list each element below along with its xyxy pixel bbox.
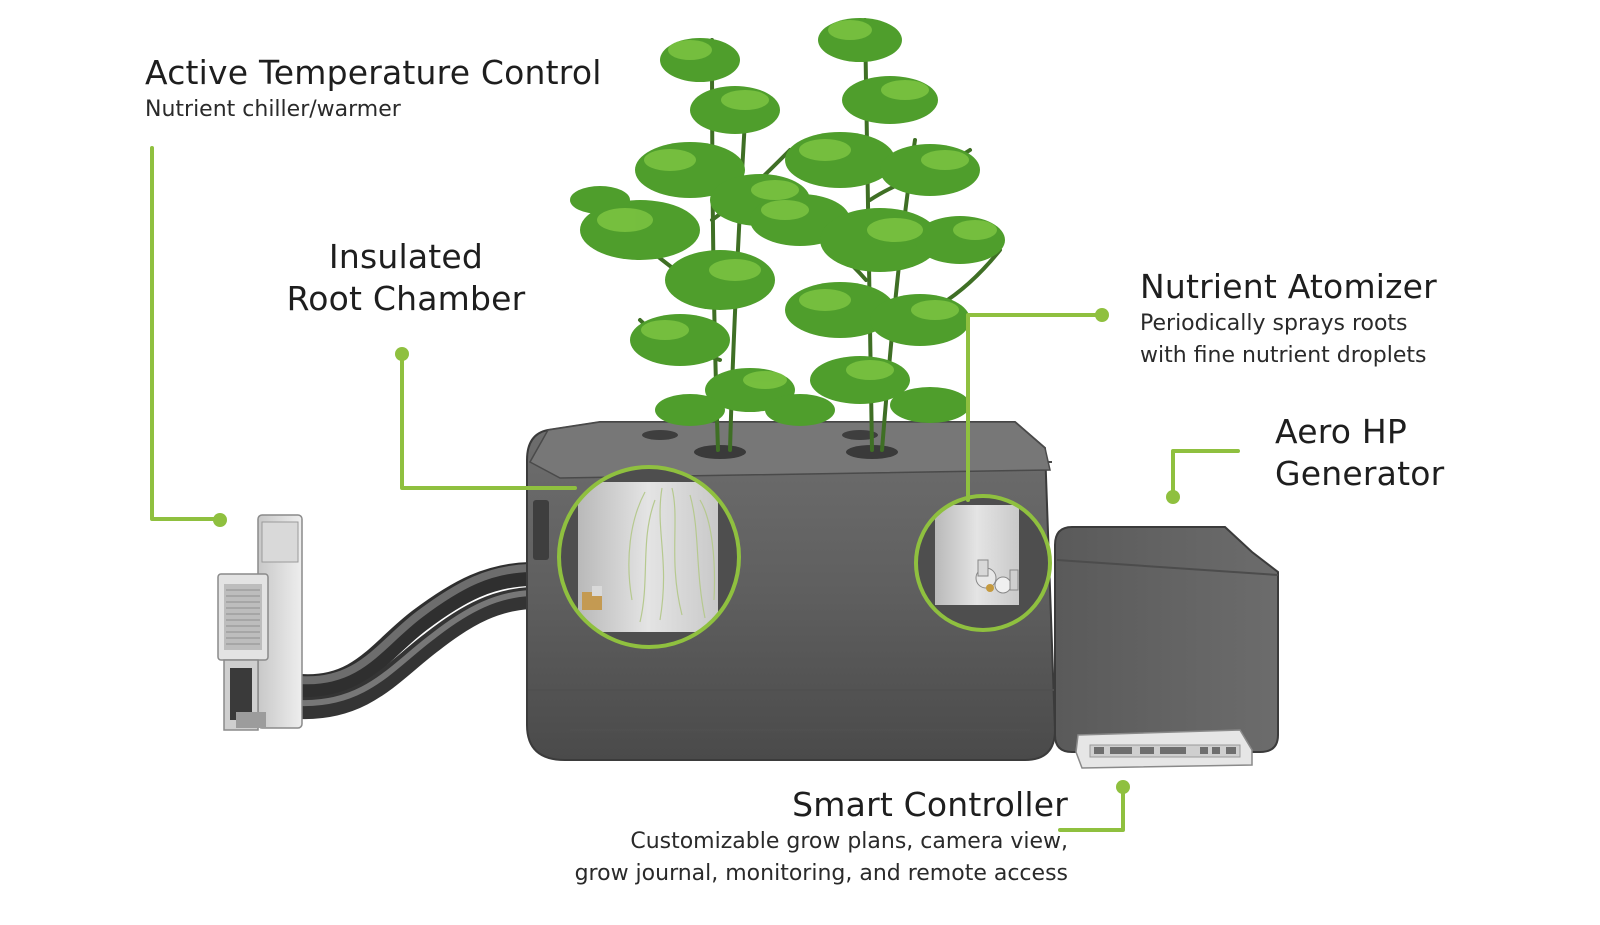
leader-dot-generator <box>1166 490 1180 504</box>
callout-atomizer-title: Nutrient Atomizer <box>1140 267 1437 306</box>
callout-controller-subtitle-line2: grow journal, monitoring, and remote acc… <box>574 861 1068 886</box>
callout-generator-title-line2: Generator <box>1275 454 1445 493</box>
tomato-plant-icon <box>570 18 1005 452</box>
callout-temperature: Active Temperature Control Nutrient chil… <box>145 52 602 126</box>
callout-root-chamber-title-line1: Insulated <box>328 237 484 276</box>
callout-generator: Aero HP Generator <box>1275 411 1444 495</box>
callout-atomizer-subtitle-line2: with fine nutrient droplets <box>1140 343 1427 368</box>
leader-line-atomizer <box>966 313 1104 502</box>
callout-root-chamber-title-line2: Root Chamber <box>286 279 526 318</box>
callout-controller: Smart Controller Customizable grow plans… <box>470 784 1068 890</box>
chiller-unit-icon <box>217 514 303 731</box>
callout-atomizer: Nutrient Atomizer Periodically sprays ro… <box>1140 266 1437 372</box>
root-chamber-window <box>557 465 741 649</box>
leader-line-root <box>400 352 577 490</box>
leader-line-temperature <box>150 146 220 521</box>
atomizer-window <box>914 494 1052 632</box>
coolant-hose <box>288 562 542 720</box>
callout-controller-subtitle-line1: Customizable grow plans, camera view, <box>630 829 1068 854</box>
leader-line-controller <box>1058 785 1125 832</box>
callout-atomizer-subtitle-line1: Periodically sprays roots <box>1140 311 1408 336</box>
callout-root-chamber: Insulated Root Chamber <box>250 236 562 320</box>
leader-dot-temperature <box>213 513 227 527</box>
leader-dot-controller <box>1116 780 1130 794</box>
leader-dot-root <box>395 347 409 361</box>
callout-generator-title-line1: Aero HP <box>1275 412 1407 451</box>
leader-line-generator <box>1171 449 1240 499</box>
callout-controller-title: Smart Controller <box>792 785 1068 824</box>
callout-temperature-title: Active Temperature Control <box>145 53 602 92</box>
controller-panel-icon <box>1075 729 1253 769</box>
callout-temperature-subtitle: Nutrient chiller/warmer <box>145 97 401 122</box>
leader-dot-atomizer <box>1095 308 1109 322</box>
atomizer-nozzle-icon <box>975 559 1019 594</box>
aero-hp-generator-box <box>1054 526 1279 753</box>
